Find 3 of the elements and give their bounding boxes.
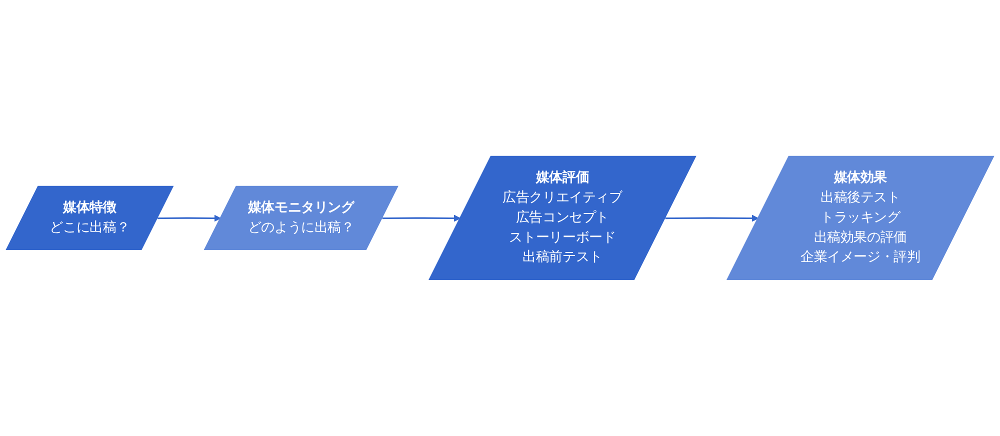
arrow (665, 214, 759, 222)
arrow (382, 214, 461, 222)
arrow (158, 214, 221, 222)
